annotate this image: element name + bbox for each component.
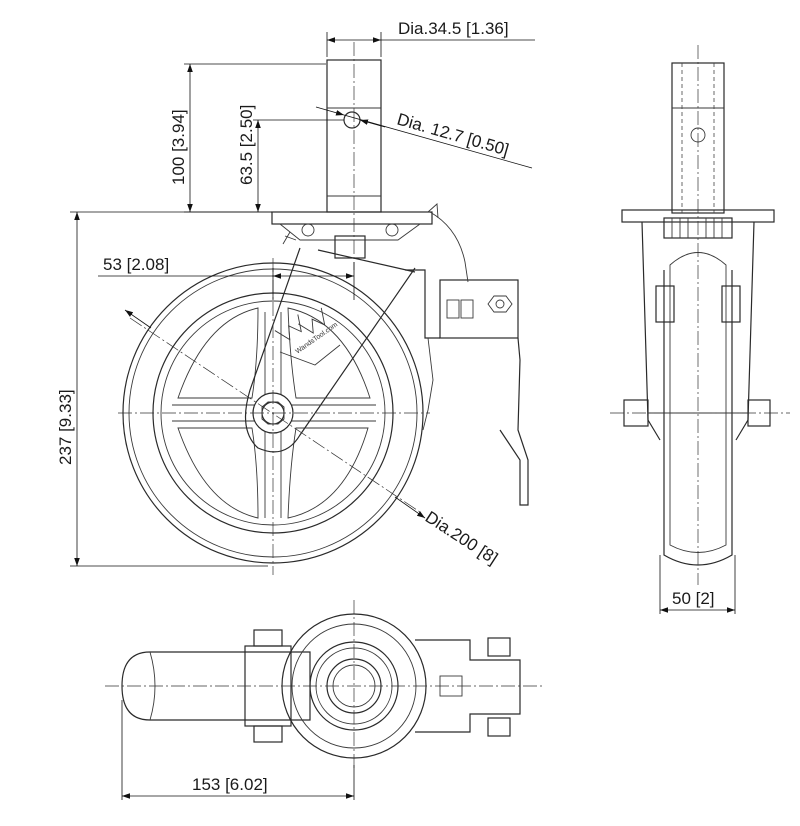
dim-hole-diameter: Dia. 12.7 [0.50] bbox=[315, 106, 533, 169]
dim-offset: 53 [2.08] bbox=[98, 255, 355, 300]
overall-height-label: 237 [9.33] bbox=[56, 389, 75, 465]
wheel-diameter-label: Dia.200 [8] bbox=[422, 507, 501, 568]
dim-stem-diameter: Dia.34.5 [1.36] bbox=[326, 19, 535, 57]
dim-hole-height: 63.5 [2.50] bbox=[237, 105, 344, 212]
wheel-width-label: 50 [2] bbox=[672, 589, 715, 608]
hole-height-label: 63.5 [2.50] bbox=[237, 105, 256, 185]
top-view: 153 [6.02] bbox=[105, 600, 545, 800]
front-centerlines bbox=[118, 42, 430, 575]
brand-logo: WandsTool.com bbox=[274, 307, 339, 356]
fork bbox=[244, 211, 433, 453]
stem-diameter-label: Dia.34.5 [1.36] bbox=[398, 19, 509, 38]
brake bbox=[405, 203, 529, 506]
logo-text: WandsTool.com bbox=[294, 321, 339, 355]
side-view: 50 [2] bbox=[610, 45, 790, 614]
offset-label: 53 [2.08] bbox=[103, 255, 169, 274]
length-label: 153 [6.02] bbox=[192, 775, 268, 794]
stem-height-label: 100 [3.94] bbox=[169, 109, 188, 185]
front-view: WandsTool.com Dia.34.5 [1.36] Dia. 12.7 … bbox=[56, 19, 535, 575]
dim-overall-height: 237 [9.33] bbox=[56, 211, 272, 567]
